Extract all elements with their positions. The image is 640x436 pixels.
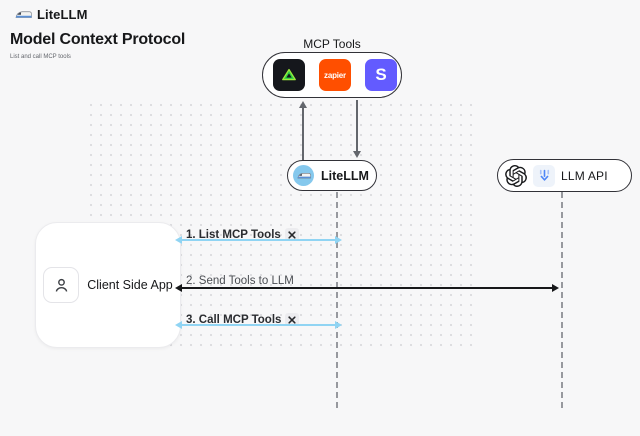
green-triangle-tool-icon xyxy=(273,59,305,91)
brand-label: LiteLLM xyxy=(37,7,88,22)
message-1: 1. List MCP Tools xyxy=(186,228,299,241)
message-3-arrow xyxy=(175,321,342,329)
client-side-app-node: Client Side App xyxy=(35,222,181,348)
message-1-arrow xyxy=(175,236,342,244)
zapier-icon: zapier xyxy=(319,59,351,91)
stripe-label: S xyxy=(375,65,387,84)
llm-provider-icon xyxy=(533,164,555,187)
page-title: Model Context Protocol xyxy=(10,31,186,48)
page-subtitle: List and call MCP tools xyxy=(10,54,71,60)
litellm-lifeline xyxy=(336,192,338,408)
llm-api-node: LLM API xyxy=(497,159,632,192)
message-3: 3. Call MCP Tools xyxy=(186,313,300,326)
openai-icon xyxy=(505,164,527,187)
stripe-icon: S xyxy=(365,59,397,91)
arrow-litellm-to-mcp xyxy=(299,101,307,160)
mcp-tools-label: MCP Tools xyxy=(303,37,361,51)
litellm-node-label: LiteLLM xyxy=(321,168,369,183)
message-2: 2. Send Tools to LLM xyxy=(186,275,294,287)
message-1-label: 1. List MCP Tools xyxy=(186,228,281,241)
mcp-tools-node: zapier S xyxy=(262,52,402,98)
zapier-label: zapier xyxy=(324,70,346,80)
bullet-train-icon xyxy=(15,10,32,18)
litellm-train-icon xyxy=(293,165,314,186)
crossed-tools-glyph xyxy=(288,315,297,324)
message-2-label: 2. Send Tools to LLM xyxy=(186,275,294,287)
client-node-label: Client Side App xyxy=(87,278,173,292)
user-icon xyxy=(43,267,80,303)
crossed-tools-glyph xyxy=(288,230,296,239)
train-glyph xyxy=(296,172,311,178)
hammer-wrench-icon xyxy=(284,228,299,241)
hammer-wrench-icon xyxy=(285,313,300,326)
green-triangle-glyph xyxy=(282,68,296,81)
brand: LiteLLM xyxy=(15,7,88,22)
blue-arrow-glyph xyxy=(539,169,549,181)
arrow-mcp-to-litellm xyxy=(353,100,361,158)
message-3-label: 3. Call MCP Tools xyxy=(186,313,282,326)
llm-api-node-label: LLM API xyxy=(561,168,608,183)
message-2-arrow xyxy=(175,284,559,292)
litellm-node: LiteLLM xyxy=(287,160,377,191)
llm-api-lifeline xyxy=(561,192,563,408)
person-glyph xyxy=(55,278,68,292)
